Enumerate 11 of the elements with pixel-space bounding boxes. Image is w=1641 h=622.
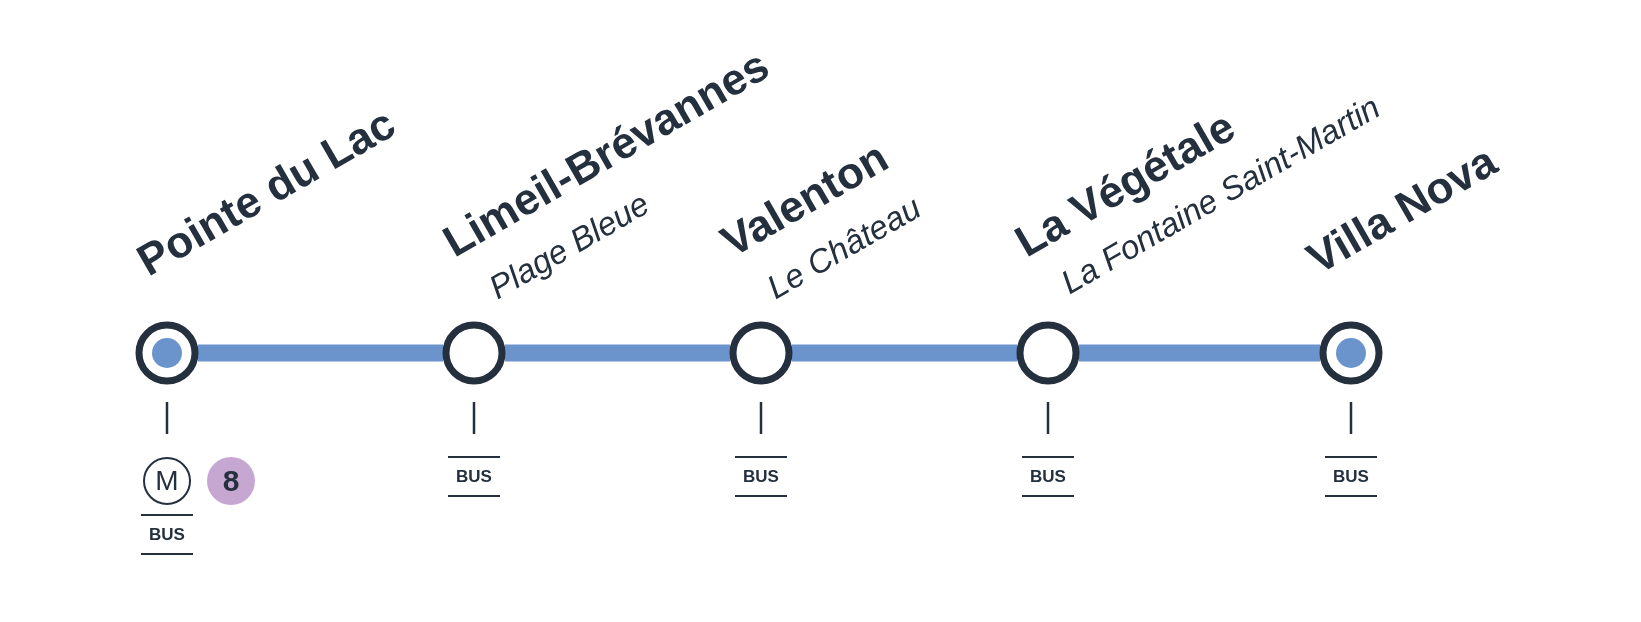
bus-sign: BUS	[141, 514, 193, 555]
line-number-badge: 8	[207, 457, 255, 505]
bus-sign: BUS	[1325, 456, 1377, 497]
line-segment	[1079, 344, 1320, 362]
bus-sign: BUS	[735, 456, 787, 497]
line-segment	[505, 344, 730, 362]
bus-sign: BUS	[1022, 456, 1074, 497]
line-segment	[198, 344, 443, 362]
bus-sign: BUS	[448, 456, 500, 497]
metro-roundel: M	[143, 457, 191, 505]
line-segment	[792, 344, 1017, 362]
